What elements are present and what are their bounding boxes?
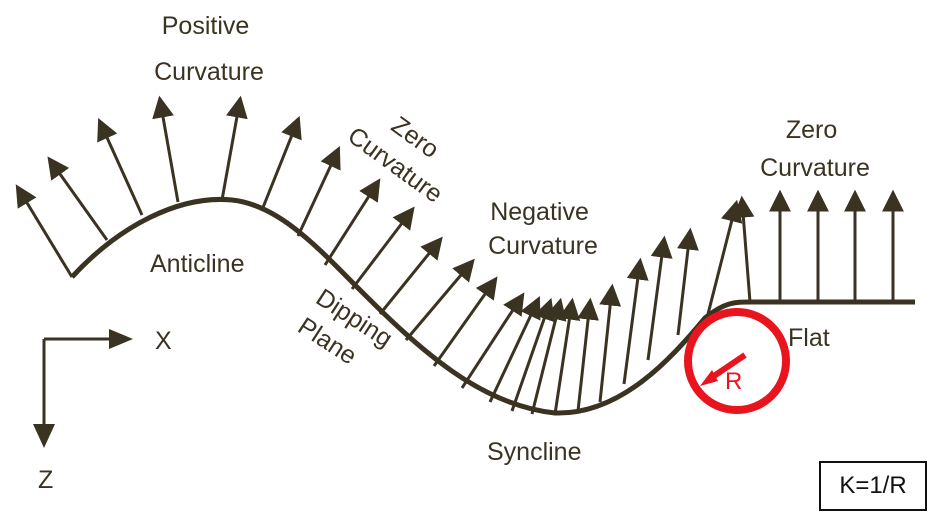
normal-vector-arrow	[222, 100, 240, 200]
flat-label: Flat	[788, 324, 830, 352]
normal-vector-arrow	[708, 204, 736, 314]
normal-vector-arrow	[600, 288, 612, 402]
normal-vector-arrow	[298, 150, 338, 236]
x-axis-arrowhead	[109, 329, 133, 349]
normal-vector-arrow	[648, 240, 664, 360]
normal-vector-arrow	[490, 300, 538, 402]
normal-vector-arrow	[678, 232, 690, 335]
normal-vector-arrow	[325, 182, 378, 265]
coordinate-axes	[33, 329, 133, 448]
z-axis-label: Z	[38, 466, 53, 494]
normal-vector-arrow	[18, 188, 72, 277]
anticline-label: Anticline	[150, 250, 245, 278]
positive-curvature-label: Positive Curvature	[154, 12, 264, 86]
zero-curvature-flat-label: Zero Curvature	[760, 116, 870, 182]
normal-vector-arrow	[532, 302, 560, 414]
normal-vector-arrow	[160, 100, 178, 202]
normal-vector-arrow	[742, 200, 750, 302]
normal-vector-arrow	[578, 302, 590, 411]
normal-vector-arrow	[100, 122, 142, 215]
curvature-formula: K=1/R	[839, 472, 906, 500]
dipping-plane-label: Dipping Plane	[292, 283, 397, 381]
normal-vector-arrow	[380, 240, 440, 314]
normal-vector-arrow	[352, 210, 412, 289]
syncline-label: Syncline	[487, 438, 582, 466]
radius-label: R	[725, 368, 742, 395]
normal-vector-arrow	[624, 262, 640, 384]
normal-vector-arrow	[262, 120, 298, 210]
z-axis-arrowhead	[33, 424, 55, 448]
zero-curvature-slope-label: Zero Curvature	[342, 94, 467, 209]
curvature-formula-box: K=1/R	[819, 461, 927, 511]
normal-vector-arrow	[555, 302, 572, 414]
normal-vector-arrow	[462, 296, 522, 388]
normal-vector-arrow	[50, 160, 107, 240]
negative-curvature-label: Negative Curvature	[488, 198, 598, 260]
x-axis-label: X	[155, 327, 172, 355]
